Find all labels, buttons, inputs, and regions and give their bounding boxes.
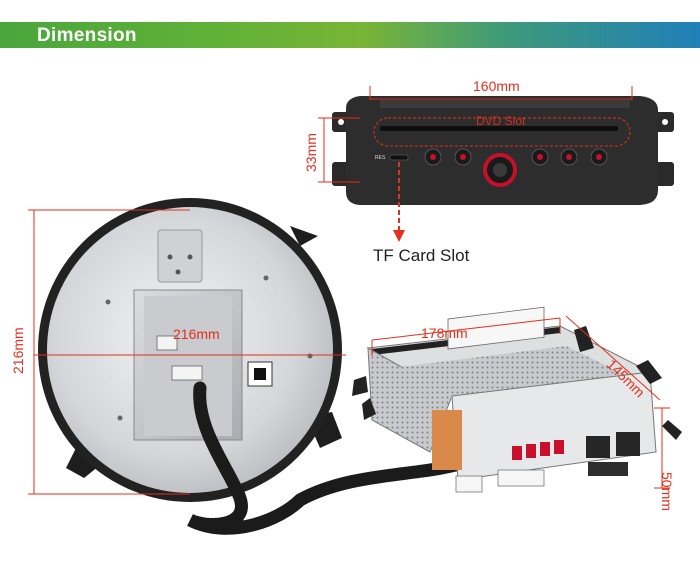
label-178mm: 178mm [421,325,468,341]
section-header-bar: Dimension [0,22,700,48]
label-216mm-vertical: 216mm [10,327,26,374]
front-panel-device: RES [332,96,674,205]
tf-card-slot-label: TF Card Slot [373,246,470,265]
dimension-50mm [654,407,670,489]
tf-card-callout-arrow [393,162,405,242]
dimension-178mm [371,317,561,356]
svg-text:RES: RES [375,155,386,161]
chassis-box [352,306,682,493]
dimension-160mm [369,86,633,100]
label-dvd-slot: DVD Slot [476,114,526,128]
label-160mm: 160mm [473,78,520,94]
dimension-33mm [318,117,360,183]
dimension-145mm [565,315,661,401]
label-33mm: 33mm [303,133,319,172]
wiring-harness [187,381,497,535]
panel-buttons [424,148,608,166]
label-50mm: 50mm [659,472,675,511]
dimension-216mm-vertical [28,209,190,495]
section-title: Dimension [37,25,137,46]
round-mounting-unit [38,198,342,502]
label-216mm-horizontal: 216mm [173,326,220,342]
